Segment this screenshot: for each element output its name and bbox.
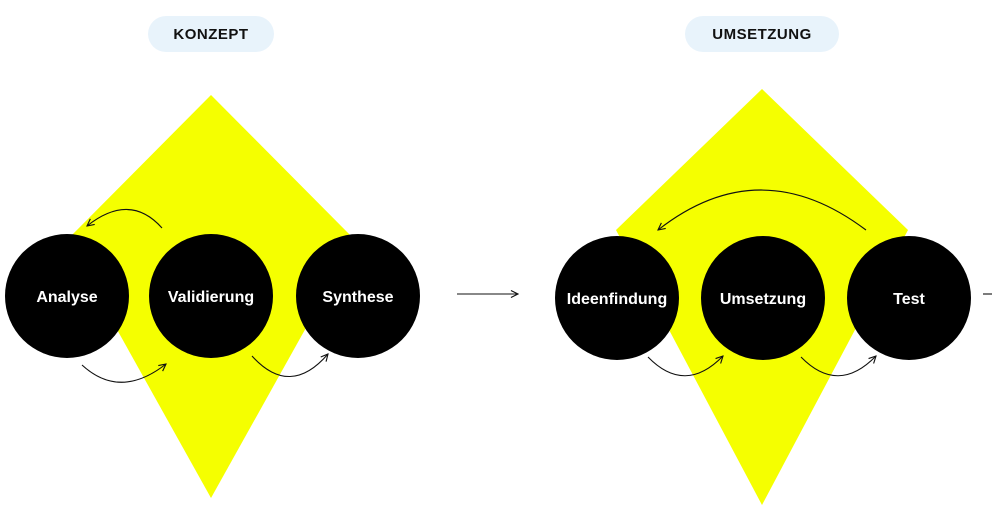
step-label-validierung: Validierung: [168, 289, 254, 306]
step-circle-ideenfindung: [555, 236, 679, 360]
step-label-umsetzung: Umsetzung: [720, 291, 806, 308]
step-circle-test: [847, 236, 971, 360]
step-circle-validierung: [149, 234, 273, 358]
step-label-synthese: Synthese: [322, 289, 393, 306]
arrow-analyse-to-validierung: [81, 364, 166, 383]
phase-label-konzept: KONZEPT: [148, 16, 274, 52]
phase-label-umsetzung: UMSETZUNG: [685, 16, 839, 52]
arrow-test-to-ideenfindung: [658, 189, 867, 230]
step-circle-synthese: [296, 234, 420, 358]
step-label-test: Test: [893, 291, 925, 308]
step-circle-analyse: [5, 234, 129, 358]
step-circle-umsetzung: [701, 236, 825, 360]
step-label-ideenfindung: Ideenfindung: [567, 291, 667, 308]
arrow-validierung-to-synthese: [251, 354, 328, 377]
arrow-validierung-to-analyse: [87, 208, 163, 229]
arrow-umsetzung-to-test: [800, 356, 876, 377]
arrow-ideenfindung-to-umsetzung: [647, 356, 723, 377]
step-label-analyse: Analyse: [36, 289, 97, 306]
